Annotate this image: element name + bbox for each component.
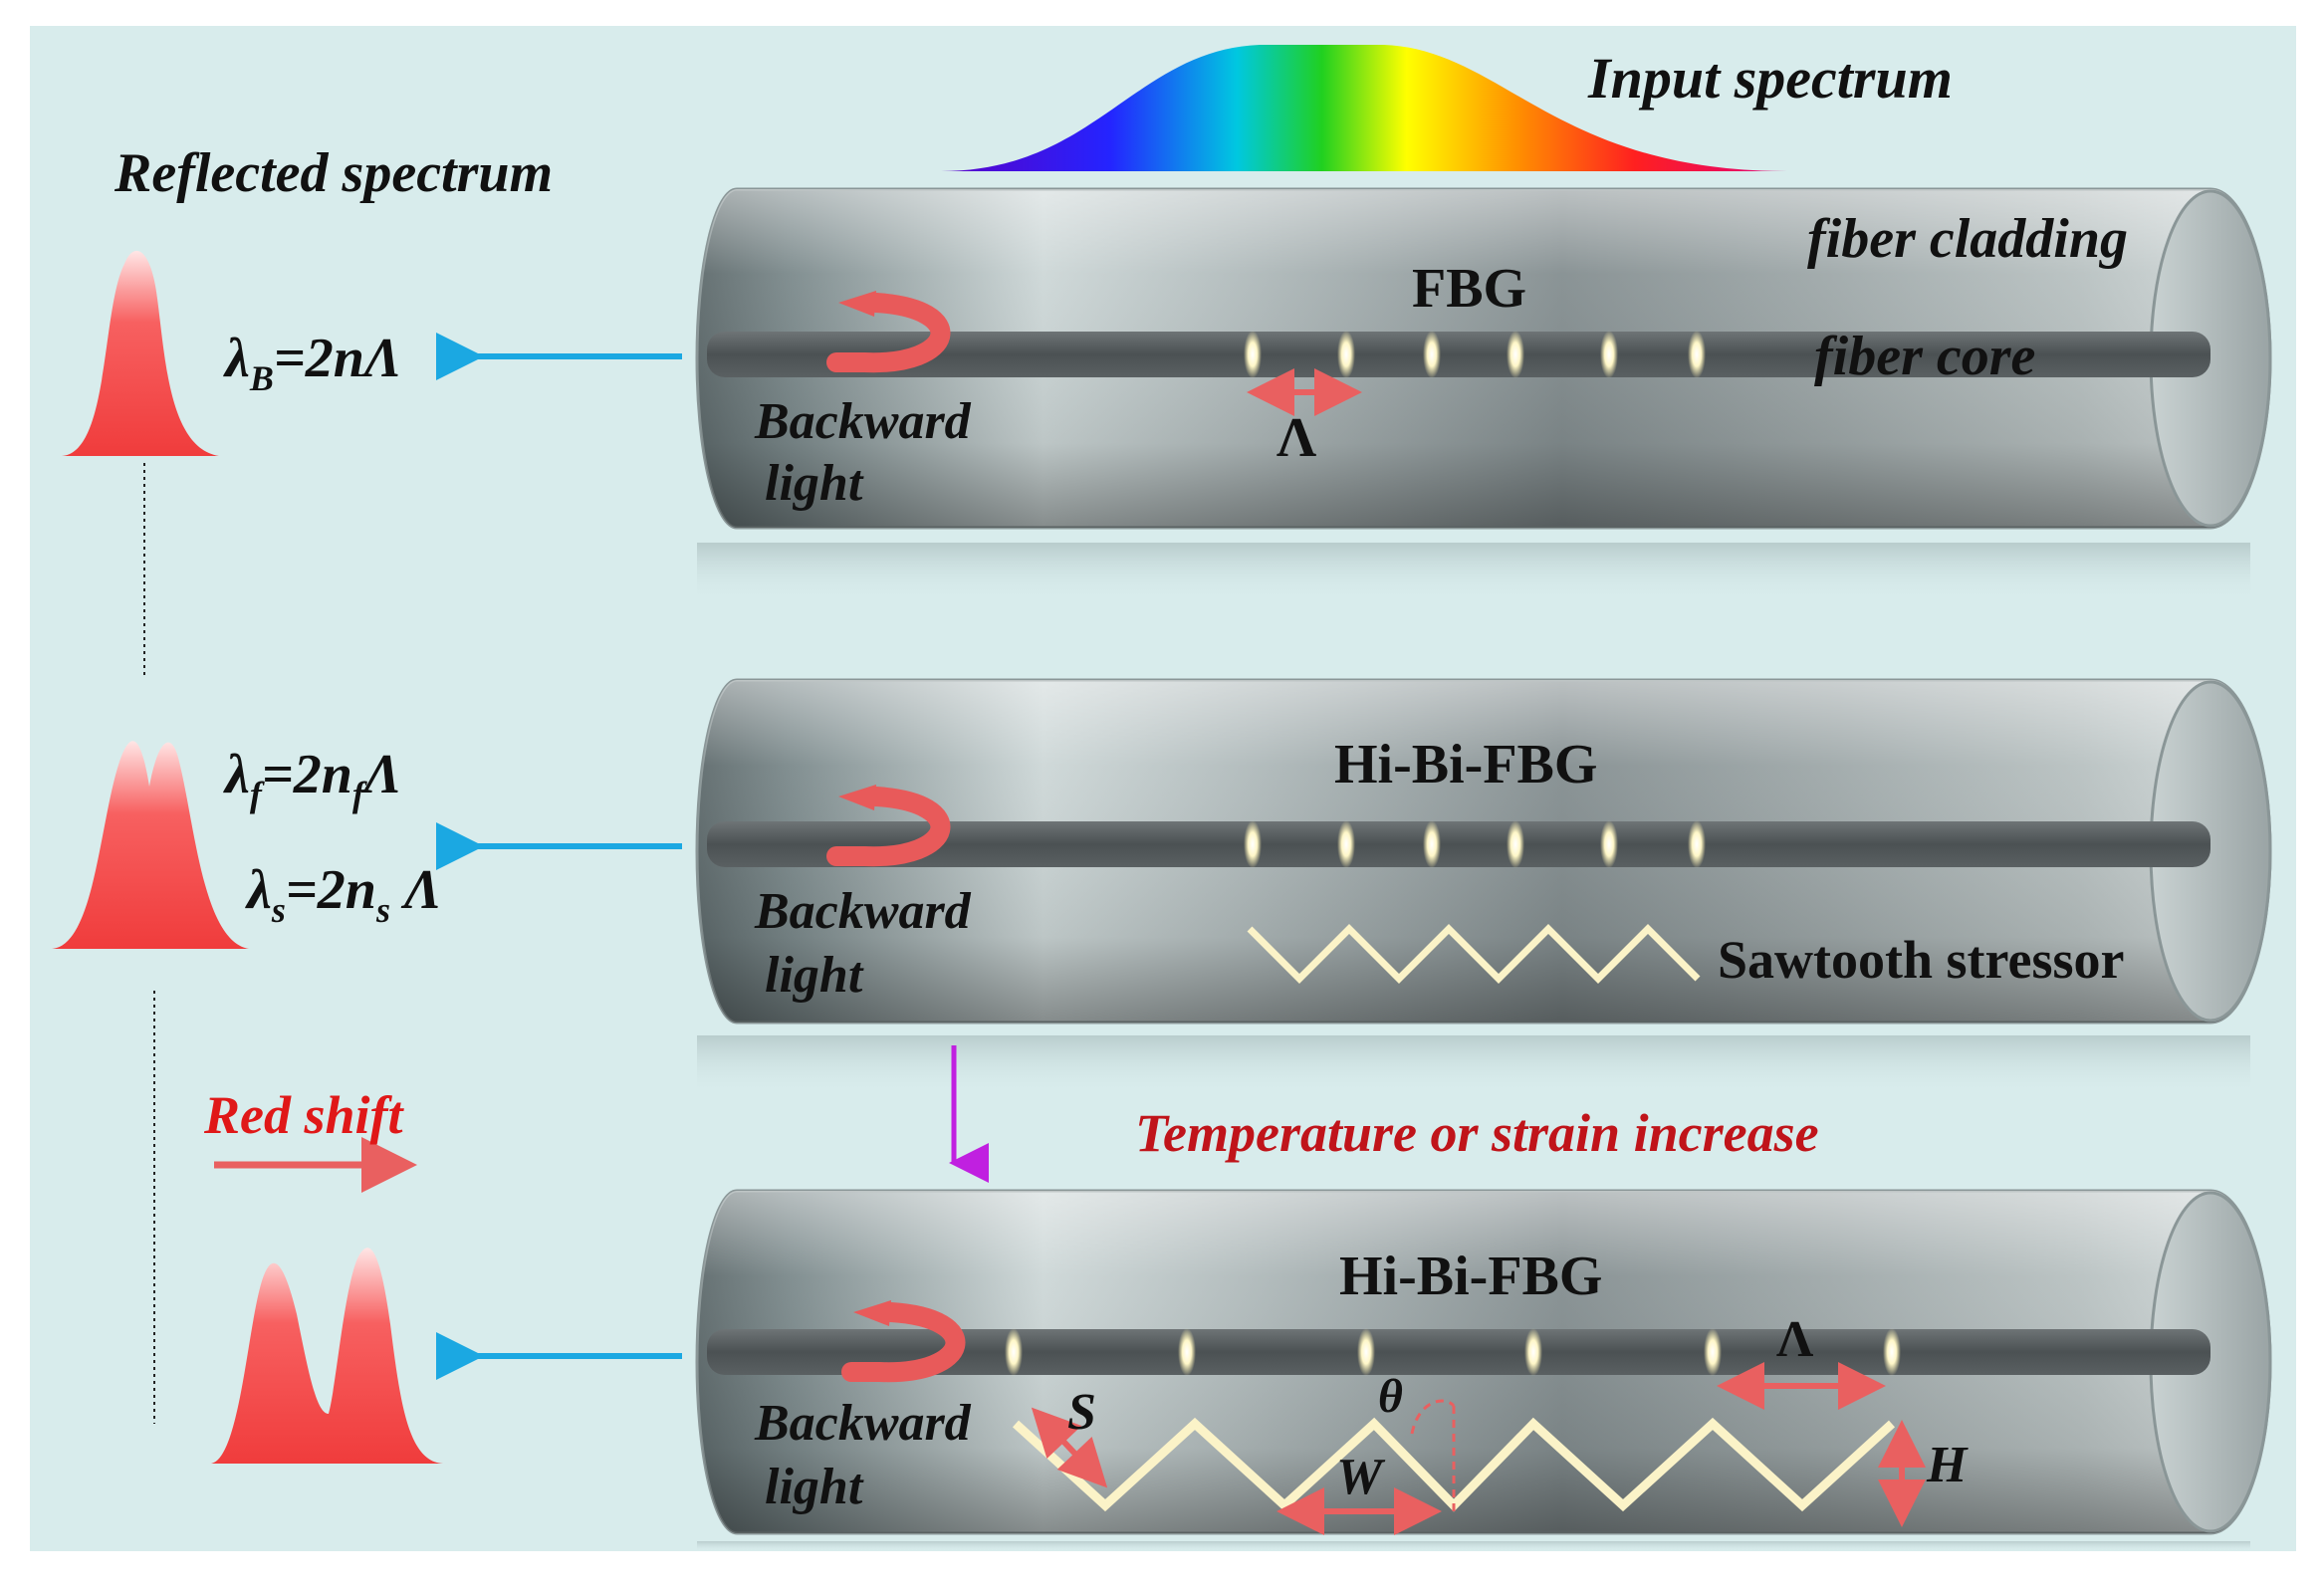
backward-label: Backward [754,393,972,450]
fiber-cladding-label: fiber cladding [1807,208,2128,270]
theta-label: θ [1378,1370,1403,1423]
grating-mark [1600,820,1618,868]
grating-mark [1423,820,1441,868]
grating-mark [1688,331,1706,378]
temperature-label: Temperature or strain increase [1135,1103,1819,1163]
w-label: W [1336,1449,1386,1505]
backward-label: Backward [754,883,972,940]
bragg-peak [62,250,219,456]
grating-mark [1244,820,1262,868]
s-label: S [1067,1384,1096,1441]
theta-arc [1410,1399,1456,1435]
light-label: light [765,455,864,512]
grating-mark [1704,1328,1722,1376]
grating-mark [1178,1328,1196,1376]
grating-mark [1507,820,1524,868]
grating-mark [1005,1328,1023,1376]
grating-mark [1337,820,1355,868]
period-label: Λ [1776,1311,1813,1368]
sawtooth-stressor-label: Sawtooth stressor [1718,930,2124,990]
grating-mark [1507,331,1524,378]
period-label: Λ [1277,407,1316,469]
shifted-double-peak [211,1248,443,1464]
bragg-equation: λB=2nΛ [223,328,401,398]
input-spectrum-curve [941,45,1787,171]
grating-mark [1688,820,1706,868]
curved-arrow-icon [826,291,951,373]
grating-mark [1357,1328,1375,1376]
double-arrow-icon [1031,1407,1108,1488]
curved-arrow-icon [826,785,951,867]
fbg-title: FBG [1412,258,1526,320]
curved-arrow-icon [841,1300,966,1383]
grating-mark [1244,331,1262,378]
grating-mark [1423,331,1441,378]
fiber-fbg [695,187,2272,602]
grating-mark [1524,1328,1542,1376]
light-label: light [765,1459,864,1515]
hibi-title-1: Hi-Bi-FBG [1334,734,1597,796]
light-label: light [765,947,864,1004]
grating-mark [1883,1328,1901,1376]
grating-marks [1005,331,1901,1376]
grating-mark [1600,331,1618,378]
fiber-core [707,821,2210,867]
reflected-spectrum-label: Reflected spectrum [114,142,553,204]
input-spectrum-label: Input spectrum [1587,46,1953,111]
hibi-title-2: Hi-Bi-FBG [1339,1246,1602,1307]
double-peak [52,741,249,949]
fast-axis-equation: λf=2nfΛ [223,744,401,814]
grating-mark [1337,331,1355,378]
backward-label: Backward [754,1395,972,1452]
red-shift-label: Red shift [203,1085,405,1145]
h-label: H [1926,1437,1969,1493]
fiber-core-label: fiber core [1814,326,2035,387]
slow-axis-equation: λs=2ns Λ [245,859,441,930]
fiber-core [707,332,2210,377]
sawtooth-stressor [1247,924,1701,984]
